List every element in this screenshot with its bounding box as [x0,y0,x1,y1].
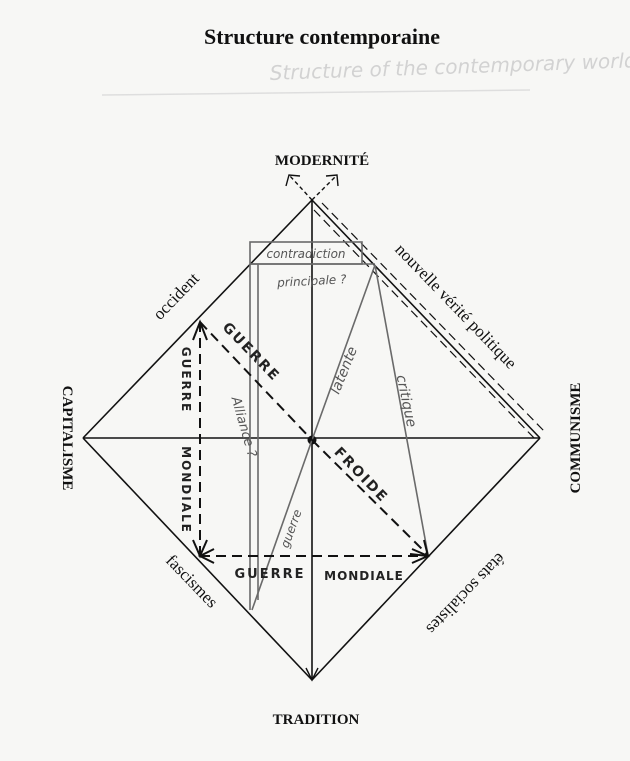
critique-line [374,264,429,556]
guerre-froide-line-upper [199,321,313,441]
annotation-guerre-mondiale-h1: GUERRE [234,567,305,582]
war-arrowheads [192,319,431,564]
guerre-pencil-line [251,439,313,611]
page-title: Structure contemporaine [204,24,440,49]
edge-label-occident: occident [149,269,203,324]
bleed-through-text: Structure of the contemporary world [101,48,630,96]
ghost-underline [101,89,531,96]
guerre-froide-line-lower [311,439,429,556]
top-crossed-arrows [285,174,339,201]
annotation-guerre-froide-2: FROIDE [331,444,392,506]
edge-top-left [82,199,313,439]
edge-bottom-right [311,437,541,681]
pole-top-label: MODERNITÉ [275,152,369,169]
war-dashed-lines [199,321,429,557]
pole-left-label: CAPITALISME [59,386,75,491]
pencil-lines [249,241,429,611]
annotation-principale: principale ? [276,272,348,290]
annotation-guerre-mondiale-h2: MONDIALE [324,569,404,583]
annotation-guerre-mondiale-v2: MONDIALE [179,446,193,534]
pole-bottom-label: TRADITION [273,712,360,728]
edge-top-right [311,199,541,439]
annotation-latente: latente [328,345,361,397]
handwritten-subtitle: Structure of the contemporary world [269,48,630,85]
annotation-guerre-mondiale-v1: GUERRE [179,347,193,413]
annotation-alliance: Alliance ? [227,394,259,459]
edge-label-fascismes: fascismes [162,551,222,612]
annotation-contradiction: contradiction [266,247,345,261]
edge-label-etats-socialistes: états socialistes [423,549,510,638]
dashed-new-truth-lines [313,202,546,441]
edge-label-nouvelle-verite: nouvelle vérité politique [391,240,520,373]
pole-right-label: COMMUNISME [568,383,584,494]
annotation-critique: critique [393,374,420,429]
bottom-arrowhead [305,667,319,682]
latente-line [311,264,376,441]
annotation-guerre-pencil: guerre [278,508,305,550]
edge-bottom-left [82,437,313,681]
